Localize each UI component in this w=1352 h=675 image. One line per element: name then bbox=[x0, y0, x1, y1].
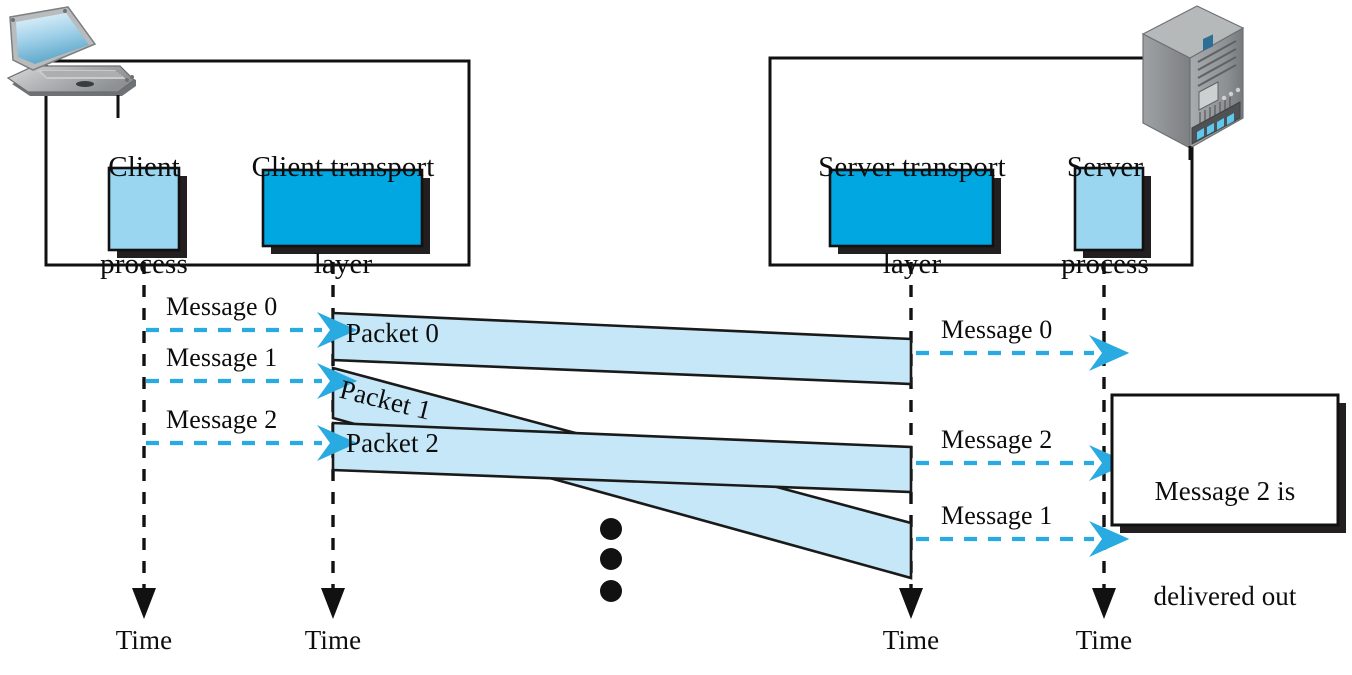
packet-label-0: Packet 0 bbox=[346, 318, 440, 348]
callout-line-1: Message 2 is bbox=[1154, 476, 1296, 507]
client-process-box bbox=[107, 166, 187, 258]
server-transport-title: Server transport layer bbox=[795, 86, 1029, 346]
timeline-arrowheads bbox=[132, 588, 1116, 619]
callout-box bbox=[1110, 393, 1346, 533]
server-tower-icon bbox=[1141, 5, 1245, 150]
client-transport-title-line2: layer bbox=[313, 248, 373, 281]
client-message-arrows bbox=[146, 311, 358, 462]
ellipsis-dot bbox=[600, 580, 622, 602]
vertical-ellipsis bbox=[600, 518, 622, 602]
client-process-title: Client process bbox=[74, 86, 214, 346]
server-message-label-2: Message 2 bbox=[941, 425, 1053, 454]
client-message-label-1: Message 1 bbox=[166, 343, 278, 372]
client-process-title-line1: Client bbox=[108, 150, 180, 183]
time-label-client-process: Time bbox=[115, 625, 173, 655]
client-transport-title: Client transport layer bbox=[228, 86, 458, 346]
server-process-box bbox=[1073, 166, 1151, 258]
server-message-label-0: Message 0 bbox=[941, 315, 1053, 344]
time-label-client-transport: Time bbox=[304, 625, 362, 655]
client-transport-box bbox=[261, 168, 430, 254]
laptop-icon bbox=[6, 6, 136, 96]
server-transport-box bbox=[828, 168, 1001, 254]
server-process-title: Server process bbox=[1038, 86, 1172, 346]
ellipsis-dot bbox=[600, 518, 622, 540]
ellipsis-dot bbox=[600, 548, 622, 570]
server-message-arrows bbox=[916, 334, 1130, 558]
client-transport-title-line1: Client transport bbox=[251, 150, 435, 183]
callout-message: Message 2 is delivered out of order. bbox=[1112, 404, 1338, 675]
callout-line-2: delivered out bbox=[1153, 581, 1297, 612]
device-connector-lines bbox=[116, 95, 1192, 160]
client-message-label-2: Message 2 bbox=[166, 405, 278, 434]
client-message-label-0: Message 0 bbox=[166, 292, 278, 321]
time-label-server-process: Time bbox=[1075, 625, 1133, 655]
server-transport-title-line1: Server transport bbox=[818, 150, 1006, 183]
packet-label-2: Packet 2 bbox=[346, 428, 440, 458]
client-process-title-line2: process bbox=[100, 248, 188, 281]
server-message-label-1: Message 1 bbox=[941, 501, 1053, 530]
time-label-server-transport: Time bbox=[882, 625, 940, 655]
packet-bands bbox=[331, 311, 913, 580]
server-process-title-line1: Server bbox=[1066, 150, 1144, 183]
server-process-title-line2: process bbox=[1061, 248, 1149, 281]
server-transport-title-line2: layer bbox=[882, 248, 942, 281]
